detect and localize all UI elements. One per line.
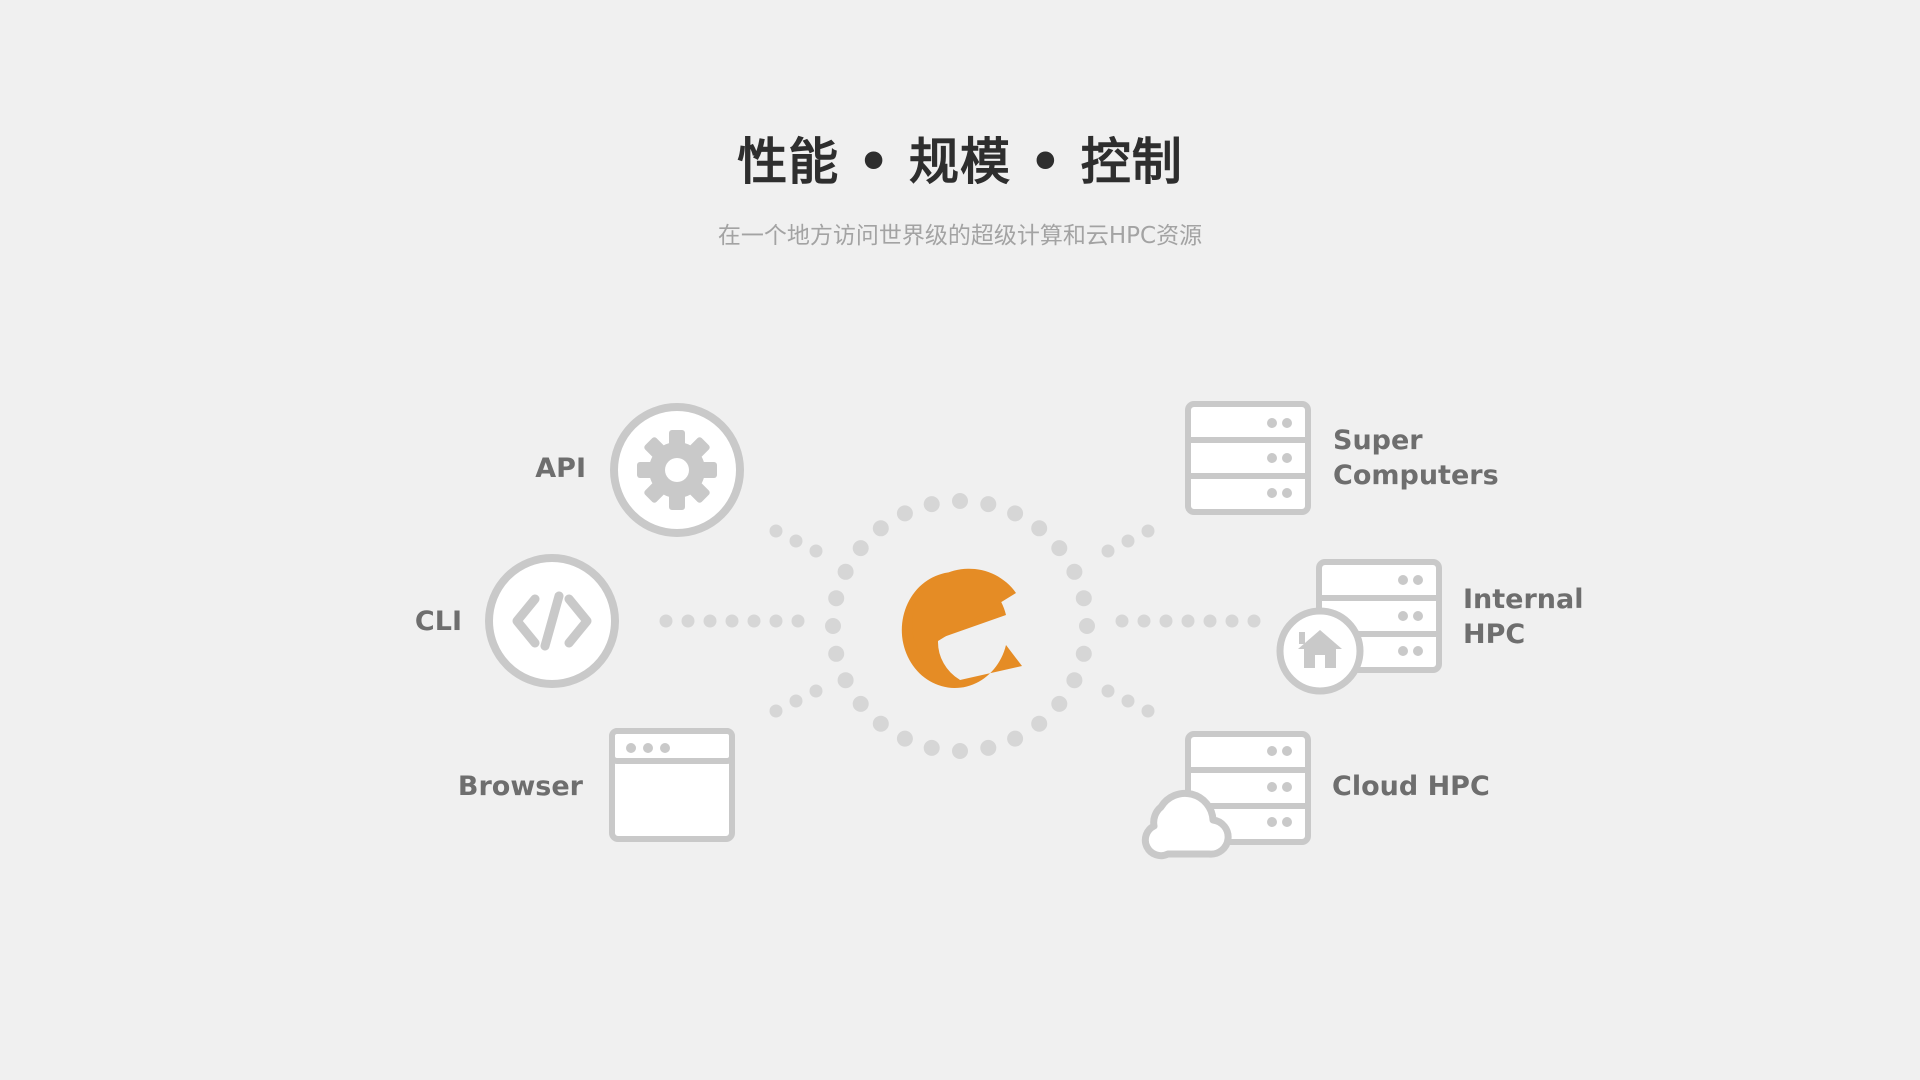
connector-dot (747, 614, 761, 628)
ring-dot (828, 590, 845, 607)
ring-dot (952, 493, 968, 509)
connector-dot (1101, 544, 1115, 558)
e-logo-icon (901, 568, 1022, 688)
ring-dot (1051, 540, 1068, 557)
ring-dot (1007, 730, 1024, 747)
cli-label: CLI (414, 606, 462, 637)
ring-dot (837, 563, 854, 580)
super-computers-label-line2: Computers (1333, 460, 1499, 491)
connector-dot (1203, 614, 1217, 628)
connector-dot (1181, 614, 1195, 628)
browser-label: Browser (457, 771, 583, 802)
page-title: 性能 • 规模 • 控制 (737, 133, 1183, 191)
connector-dot (1141, 704, 1155, 718)
ring-dot (1079, 618, 1095, 634)
server-home-icon (1276, 559, 1442, 695)
ring-dot (980, 496, 997, 513)
connector-dot (769, 704, 783, 718)
connector-dot (769, 524, 783, 538)
gear-icon (610, 403, 744, 537)
ring-dot (1075, 590, 1092, 607)
connector-dot (659, 614, 673, 628)
ring-dot (952, 743, 968, 759)
server-rack-icon (1185, 401, 1311, 515)
connector-dot (809, 544, 823, 558)
connector-dot (1159, 614, 1173, 628)
ring-dot (1075, 645, 1092, 662)
connector-dot (1141, 524, 1155, 538)
super-computers-label: Super Computers (1333, 423, 1499, 493)
connector-dot (809, 684, 823, 698)
ring-dot (872, 715, 889, 732)
ring-dot (980, 739, 997, 756)
ring-dot (923, 739, 940, 756)
connector-dot (703, 614, 717, 628)
ring-dot (828, 645, 845, 662)
page-subtitle: 在一个地方访问世界级的超级计算和云HPC资源 (717, 223, 1203, 249)
code-icon (485, 554, 619, 688)
connector-dot (1225, 614, 1239, 628)
connector-dot (769, 614, 783, 628)
super-computers-label-line1: Super (1333, 425, 1423, 456)
dotted-ring (825, 493, 1095, 759)
api-label: API (535, 453, 586, 484)
ring-dot (872, 520, 889, 537)
ring-dot (896, 730, 913, 747)
ring-dot (1066, 672, 1083, 689)
ring-dot (1031, 520, 1048, 537)
connector-dot (1115, 614, 1129, 628)
connector-dot (725, 614, 739, 628)
internal-hpc-label: Internal HPC (1463, 582, 1584, 652)
ring-dot (1007, 505, 1024, 522)
connector-dot (791, 614, 805, 628)
ring-dot (837, 672, 854, 689)
connector-dot (1101, 684, 1115, 698)
connector-dot (1121, 534, 1135, 548)
ring-dot (1031, 715, 1048, 732)
server-cloud-icon (1141, 731, 1311, 860)
dotted-connectors (659, 524, 1261, 718)
browser-window-icon (609, 728, 735, 842)
ring-dot (825, 618, 841, 634)
ring-dot (923, 496, 940, 513)
connector-dot (1247, 614, 1261, 628)
connector-dot (789, 534, 803, 548)
ring-dot (896, 505, 913, 522)
internal-hpc-label-line2: HPC (1463, 619, 1526, 650)
ring-dot (1051, 695, 1068, 712)
connector-dot (1121, 694, 1135, 708)
connector-dot (1137, 614, 1151, 628)
cloud-hpc-label: Cloud HPC (1332, 771, 1490, 802)
ring-dot (1066, 563, 1083, 580)
connector-dot (789, 694, 803, 708)
ring-dot (852, 695, 869, 712)
connector-dot (681, 614, 695, 628)
internal-hpc-label-line1: Internal (1463, 584, 1584, 615)
ring-dot (852, 540, 869, 557)
